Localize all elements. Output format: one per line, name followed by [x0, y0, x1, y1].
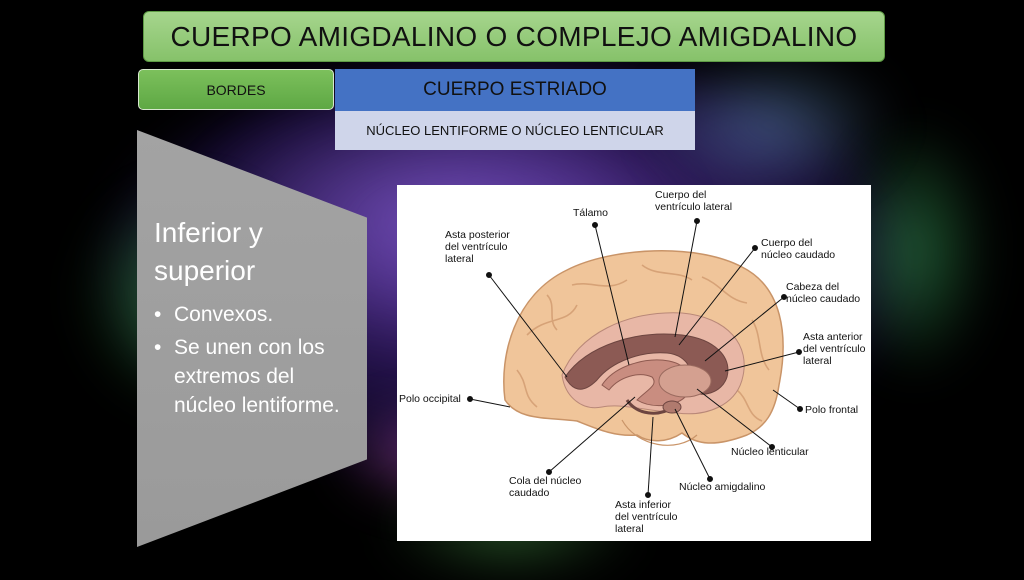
structure-subheading: NÚCLEO LENTIFORME O NÚCLEO LENTICULAR [335, 111, 695, 150]
label-cuerpo-caudado: Cuerpo del núcleo caudado [761, 237, 836, 261]
label-polo-frontal: Polo frontal [805, 404, 859, 416]
label-cabeza-caudado: Cabeza del núcleo caudado [786, 281, 861, 305]
bullet-item: • Convexos. [154, 300, 354, 329]
label-asta-inferior: Asta inferior del ventrículo lateral [615, 499, 678, 535]
label-talamo: Tálamo [573, 207, 609, 219]
bullet-icon: • [154, 336, 162, 359]
label-cola-caudado: Cola del núcleo caudado [509, 475, 582, 499]
bullet-text: Convexos. [174, 303, 274, 326]
label-cuerpo-ventriculo: Cuerpo del ventrículo lateral [655, 189, 733, 213]
label-nucleo-lenticular: Núcleo lenticular [731, 446, 809, 458]
section-tag: BORDES [138, 69, 334, 110]
amygdala [662, 400, 682, 414]
leader-lines [467, 218, 803, 498]
label-nucleo-amigdalino: Núcleo amigdalino [679, 481, 766, 493]
lenticular-body [658, 364, 712, 398]
label-asta-posterior: Asta posterior del ventrículo lateral [445, 229, 510, 265]
chevron-content: Inferior y superior • Convexos. • Se unen … [154, 214, 354, 424]
bullet-icon: • [154, 303, 162, 326]
label-asta-anterior: Asta anterior del ventrículo lateral [803, 331, 866, 367]
brain-diagram: Tálamo Cuerpo del ventrículo lateral Ast… [397, 185, 871, 541]
slide-title: CUERPO AMIGDALINO O COMPLEJO AMIGDALINO [143, 11, 885, 62]
bullet-text: Se unen con los extremos del núcleo lent… [174, 336, 340, 417]
gyri-lines [516, 264, 770, 422]
brain-illustration [467, 218, 803, 498]
label-polo-occipital: Polo occipital [399, 393, 461, 405]
bullet-item: • Se unen con los extremos del núcleo len… [154, 333, 354, 420]
structure-heading: CUERPO ESTRIADO [335, 69, 695, 111]
chevron-heading: Inferior y superior [154, 217, 263, 286]
bullet-list: • Convexos. • Se unen con los extremos del… [154, 300, 354, 420]
